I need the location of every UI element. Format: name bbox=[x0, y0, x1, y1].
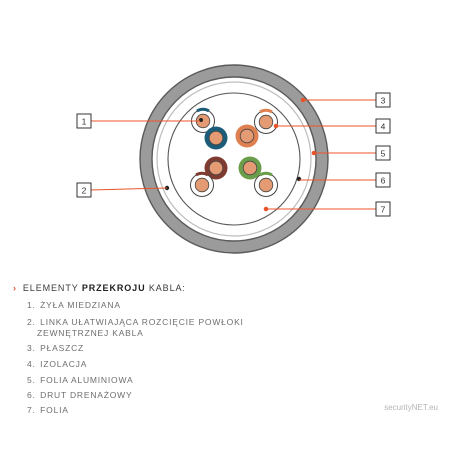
chevron-right-icon: › bbox=[13, 283, 17, 293]
legend-item: 7. FOLIA bbox=[27, 405, 69, 416]
legend-item: 2. LINKA UŁATWIAJĄCA ROZCIĘCIE POWŁOKI Z… bbox=[27, 317, 244, 339]
callout-6: 6 bbox=[375, 172, 391, 188]
conductor-blue-white bbox=[191, 107, 215, 133]
legend-item-text: PŁASZCZ bbox=[40, 343, 85, 353]
conductor-blue bbox=[204, 126, 228, 150]
callout-label: 3 bbox=[381, 96, 386, 106]
legend-item-text: FOLIA bbox=[40, 405, 69, 415]
conductor-brown bbox=[204, 156, 228, 180]
legend-item: 5. FOLIA ALUMINIOWA bbox=[27, 375, 133, 386]
legend-item: 1. ŻYŁA MIEDZIANA bbox=[27, 300, 121, 311]
legend-item-number: 3. bbox=[27, 343, 36, 353]
legend-item: 3. PŁASZCZ bbox=[27, 343, 84, 354]
callout-1: 1 bbox=[76, 113, 92, 129]
legend-title: › ELEMENTY PRZEKROJU KABLA: bbox=[13, 283, 186, 293]
legend-item-text: IZOLACJA bbox=[40, 359, 88, 369]
callout-4: 4 bbox=[375, 118, 391, 134]
aluminium-foil-inner-ring bbox=[156, 81, 312, 237]
legend-item-text: FOLIA ALUMINIOWA bbox=[40, 375, 134, 385]
callout-label: 6 bbox=[381, 176, 386, 186]
legend-item-text-continued: ZEWNĘTRZNEJ KABLA bbox=[37, 328, 144, 338]
watermark: securityNET.eu bbox=[384, 403, 438, 412]
legend-item: 4. IZOLACJA bbox=[27, 359, 87, 370]
callout-label: 1 bbox=[82, 117, 87, 127]
callout-5: 5 bbox=[375, 145, 391, 161]
legend-item-text: DRUT DRENAŻOWY bbox=[40, 390, 133, 400]
callout-label: 2 bbox=[82, 186, 87, 196]
legend-item-number: 4. bbox=[27, 359, 36, 369]
legend-item-number: 7. bbox=[27, 405, 36, 415]
legend-title-prefix: ELEMENTY bbox=[22, 283, 82, 293]
callout-3: 3 bbox=[375, 92, 391, 108]
legend-title-suffix: KABLA: bbox=[145, 283, 186, 293]
conductor-orange-white bbox=[254, 108, 278, 134]
leader-lines bbox=[90, 97, 376, 212]
conductor-orange bbox=[235, 124, 259, 148]
legend-item-number: 6. bbox=[27, 390, 36, 400]
aluminium-foil bbox=[151, 76, 317, 242]
callout-label: 5 bbox=[381, 149, 386, 159]
callout-7: 7 bbox=[375, 201, 391, 217]
legend-item-number: 1. bbox=[27, 300, 36, 310]
callout-2: 2 bbox=[76, 182, 92, 198]
conductor-brown-white bbox=[190, 171, 214, 197]
inner-foil bbox=[167, 92, 301, 226]
conductor-green-white bbox=[254, 171, 278, 197]
callout-label: 4 bbox=[381, 122, 386, 132]
legend-item: 6. DRUT DRENAŻOWY bbox=[27, 390, 132, 401]
callout-label: 7 bbox=[381, 205, 386, 215]
legend-title-bold: PRZEKROJU bbox=[81, 283, 146, 293]
legend-item-text: ŻYŁA MIEDZIANA bbox=[40, 300, 121, 310]
conductor-green bbox=[238, 156, 262, 180]
cable-cross-section-diagram: 1 2 3 4 5 6 7 bbox=[76, 64, 391, 254]
drain-wire-dot bbox=[296, 176, 302, 182]
legend-item-number: 2. bbox=[27, 317, 36, 327]
legend-item-number: 5. bbox=[27, 375, 36, 385]
legend-item-text: LINKA UŁATWIAJĄCA ROZCIĘCIE POWŁOKI bbox=[40, 317, 244, 327]
